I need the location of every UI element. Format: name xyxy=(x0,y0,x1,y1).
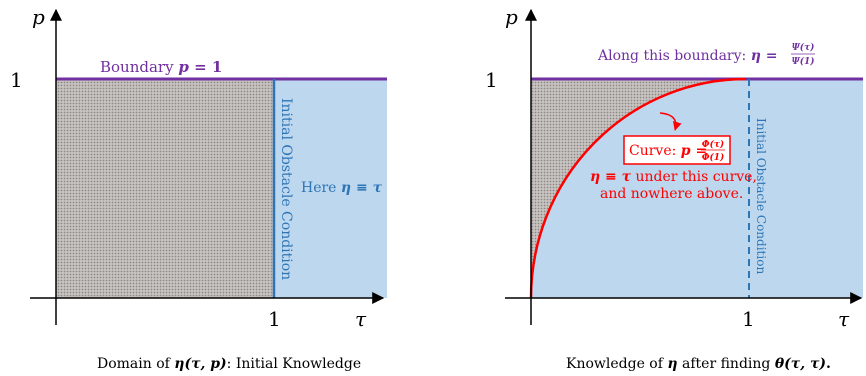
left-tick-y-1: 1 xyxy=(10,68,23,92)
right-caption: Knowledge of η after finding θ(τ, τ). xyxy=(566,356,831,372)
left-blue-region xyxy=(274,79,387,298)
right-along-numerator: Ψ(τ) xyxy=(792,42,815,53)
svg-text:Along this boundary: η =: Along this boundary: η = xyxy=(597,48,778,64)
left-panel: p 1 1 τ Boundary p = 1 Initial Obstacle … xyxy=(10,5,387,372)
left-here-label: Here η ≡ τ xyxy=(301,180,383,196)
left-obstacle-label: Initial Obstacle Condition xyxy=(278,98,294,280)
right-note-line2: and nowhere above. xyxy=(600,186,743,202)
right-tick-y-1: 1 xyxy=(485,68,498,92)
right-pointer-arrow xyxy=(659,112,682,131)
right-curve-denominator: Φ(1) xyxy=(702,152,725,163)
left-boundary-label: Boundary p = 1 xyxy=(100,58,222,76)
left-y-axis-label: p xyxy=(32,5,45,29)
left-known-region xyxy=(56,79,274,298)
right-curve xyxy=(529,77,747,299)
right-along-label: Along this boundary: η = Ψ(τ) Ψ(1) xyxy=(597,42,815,67)
left-caption: Domain of η(τ, p): Initial Knowledge xyxy=(97,356,361,372)
right-panel: p 1 1 τ Along this boundary: η = Ψ(τ) Ψ(… xyxy=(485,5,863,372)
left-tick-x-1: 1 xyxy=(268,307,281,331)
right-y-axis-label: p xyxy=(505,5,518,29)
svg-text:Curve: p =: Curve: p = xyxy=(629,143,707,159)
right-along-denominator: Ψ(1) xyxy=(792,56,815,67)
right-x-axis-label: τ xyxy=(838,307,850,331)
right-tick-x-1: 1 xyxy=(742,307,755,331)
right-obstacle-label: Initial Obstacle Condition xyxy=(754,118,768,274)
right-known-region xyxy=(531,79,746,298)
left-x-axis-label: τ xyxy=(355,307,367,331)
right-note-line1: η ≡ τ under this curve, xyxy=(590,169,757,185)
right-curve-label: Curve: p = Φ(τ) Φ(1) xyxy=(629,139,725,163)
right-curve-numerator: Φ(τ) xyxy=(702,139,724,150)
